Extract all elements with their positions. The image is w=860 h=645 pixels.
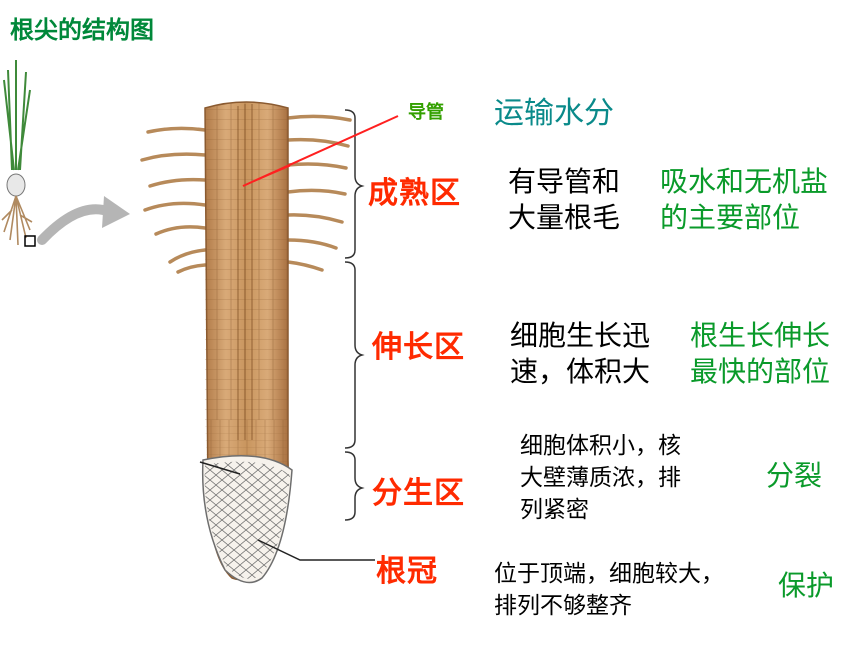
vessel-function: 运输水分	[494, 96, 614, 131]
desc-line: 列紧密	[520, 497, 589, 523]
vessel-label: 导管	[408, 102, 444, 123]
desc-line: 大量根毛	[508, 201, 621, 234]
zone-maturation-function: 吸水和无机盐 的主要部位	[660, 164, 828, 236]
vessel-pointer	[242, 115, 399, 187]
meristem-pointer	[199, 461, 241, 475]
function-line: 根生长伸长	[690, 319, 831, 352]
zone-meristem-label: 分生区	[372, 476, 465, 511]
desc-line: 速，体积大	[510, 355, 651, 388]
root-cap	[201, 455, 293, 584]
desc-line: 细胞生长迅	[510, 319, 651, 352]
function-line: 保护	[778, 569, 835, 602]
zone-elongation-label: 伸长区	[372, 330, 465, 365]
desc-line: 排列不够整齐	[494, 593, 632, 619]
zoom-arrow	[37, 196, 130, 245]
desc-line: 细胞体积小，核	[520, 433, 681, 459]
desc-line: 位于顶端，细胞较大，	[494, 561, 724, 587]
function-line: 分裂	[766, 459, 823, 492]
seedling-thumbnail	[1, 60, 36, 247]
zone-maturation-desc: 有导管和 大量根毛	[508, 164, 620, 236]
zone-rootcap-label: 根冠	[376, 554, 438, 589]
desc-line: 有导管和	[508, 165, 621, 198]
zone-meristem-desc: 细胞体积小，核 大壁薄质浓，排 列紧密	[520, 430, 681, 526]
function-line: 吸水和无机盐	[660, 165, 829, 198]
zone-elongation-function: 根生长伸长 最快的部位	[690, 318, 830, 390]
zone-rootcap-function: 保护	[778, 568, 834, 604]
root-hairs	[140, 114, 352, 274]
cap-pointer	[257, 539, 375, 561]
zone-braces	[344, 109, 365, 521]
function-line: 最快的部位	[690, 355, 831, 388]
zone-elongation-desc: 细胞生长迅 速，体积大	[510, 318, 650, 390]
function-line: 的主要部位	[660, 201, 801, 234]
zone-meristem-function: 分裂	[766, 458, 822, 494]
zone-maturation-label: 成熟区	[368, 176, 461, 211]
diagram-title: 根尖的结构图	[10, 16, 154, 44]
vessel-pointer-ext	[242, 165, 291, 187]
desc-line: 大壁薄质浓，排	[520, 465, 681, 491]
zone-rootcap-desc: 位于顶端，细胞较大， 排列不够整齐	[494, 558, 724, 622]
